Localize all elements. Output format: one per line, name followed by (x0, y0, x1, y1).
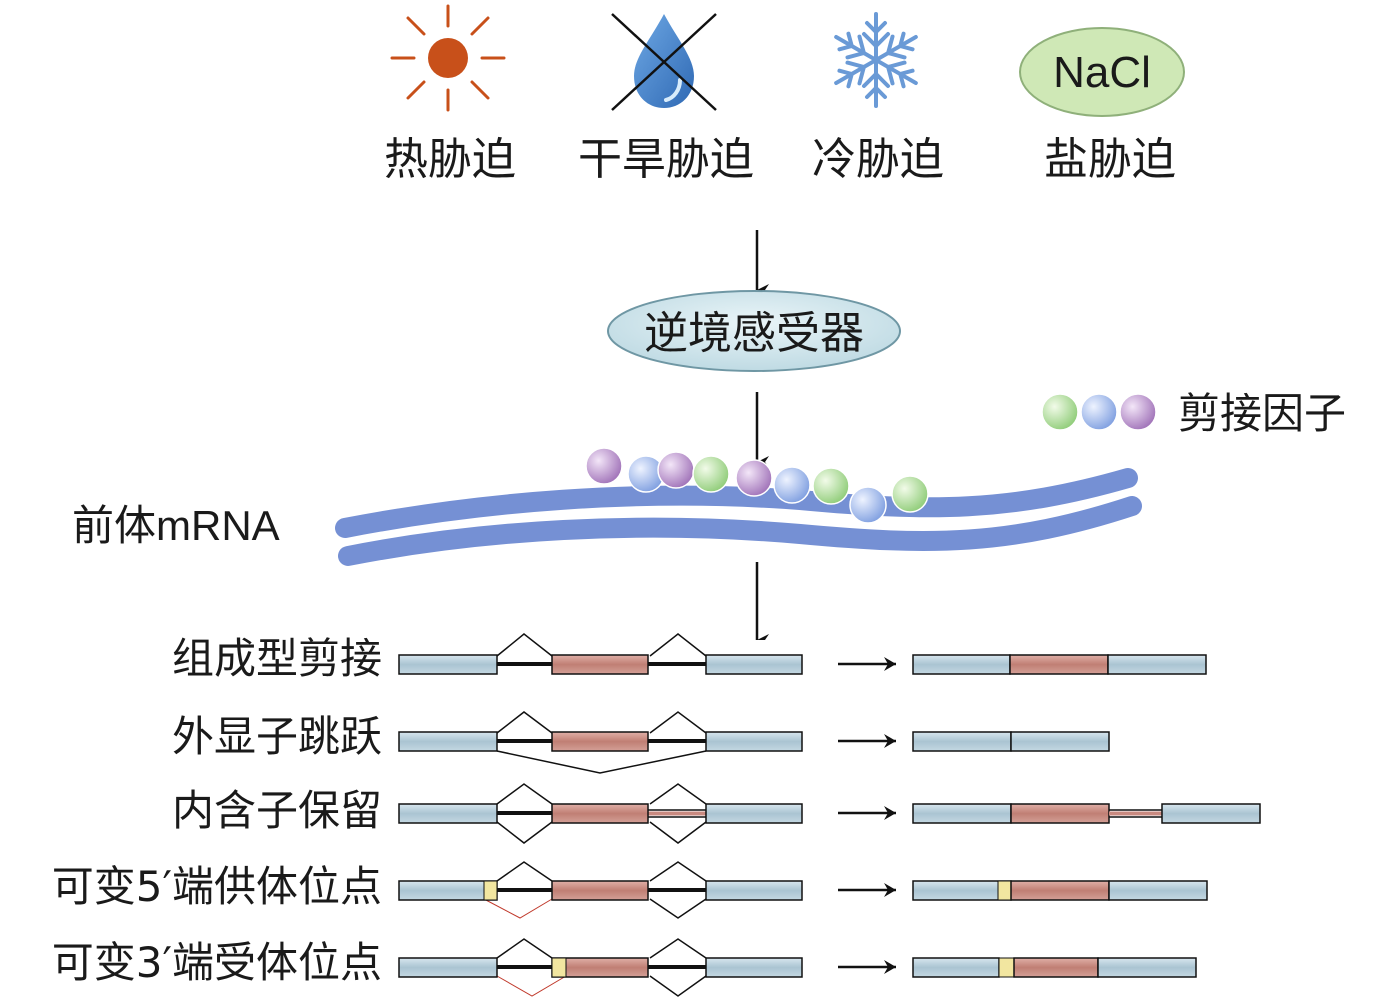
row-intron-retention (398, 783, 1261, 844)
receptor-label: 逆境感受器 (644, 309, 864, 358)
row-alt-3-acceptor (398, 938, 1197, 997)
splicing-diagrams (398, 633, 1261, 997)
stress-label-salt: 盐胁迫 (1044, 134, 1176, 185)
pre-mrna-label: 前体mRNA (72, 502, 280, 549)
receptor-ellipse (607, 290, 901, 372)
crossed-water-drop-icon (611, 13, 717, 111)
row-alt-5-donor (398, 861, 1208, 919)
nacl-ellipse-icon: NaCl (1019, 27, 1185, 117)
pre-mrna-strand-2 (338, 496, 1142, 566)
nacl-text: NaCl (1053, 48, 1151, 97)
stress-label-drought: 干旱胁迫 (578, 134, 754, 185)
splicing-factor-legend-icon (1041, 393, 1157, 431)
row-label-alt-5-donor: 可变5′端供体位点 (51, 862, 382, 911)
row-label-intron-retention: 内含子保留 (171, 786, 382, 835)
stress-label-heat: 热胁迫 (384, 134, 516, 185)
signal-pathway: 逆境感受器 剪接因子 前体mRNA (72, 230, 1346, 640)
stress-label-cold: 冷胁迫 (812, 134, 944, 185)
snowflake-icon (828, 12, 924, 108)
row-label-alt-3-acceptor: 可变3′端受体位点 (51, 938, 382, 987)
row-label-constitutive: 组成型剪接 (171, 634, 382, 683)
row-exon-skipping (398, 711, 1110, 774)
row-constitutive (398, 633, 1207, 675)
sun-icon (390, 4, 506, 112)
splicing-factor-label: 剪接因子 (1178, 390, 1346, 437)
splicing-factor-cluster (585, 447, 929, 524)
row-label-exon-skipping: 外显子跳跃 (171, 712, 382, 761)
